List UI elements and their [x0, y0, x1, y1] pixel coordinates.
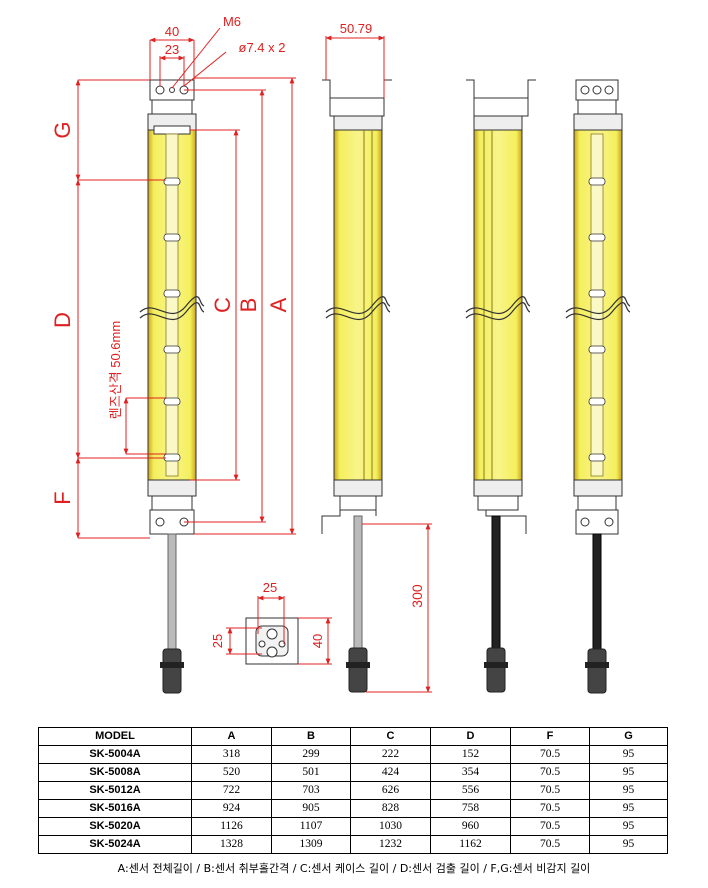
cell-d: 960: [430, 817, 511, 836]
cell-d: 152: [430, 745, 511, 764]
bracket-dim-h2-label: 40: [310, 634, 325, 648]
dim-c-label: C: [210, 297, 235, 313]
cell-c: 1030: [350, 817, 431, 836]
cell-b: 1107: [271, 817, 351, 836]
cell-model: SK-5004A: [38, 745, 192, 764]
dim-hole-label: ø7.4 x 2: [239, 40, 286, 55]
cell-b: 905: [271, 799, 351, 818]
cell-d: 556: [430, 781, 511, 800]
sensor-side-view: [321, 79, 392, 693]
table-row: SK-5012A 722 703 626 556 70.5 95: [38, 781, 668, 800]
cell-d: 354: [430, 763, 511, 782]
cell-b: 299: [271, 745, 351, 764]
dim-f-label: F: [50, 491, 75, 504]
dim-lens-pitch-label: 렌즈산격 50.6mm: [108, 321, 123, 419]
cell-model: SK-5024A: [38, 835, 192, 854]
header-a: A: [191, 727, 272, 746]
cell-model: SK-5008A: [38, 763, 192, 782]
cell-d: 1162: [430, 835, 511, 854]
bracket-dimensions: [226, 595, 332, 665]
cell-a: 924: [191, 799, 272, 818]
cell-f: 70.5: [510, 745, 590, 764]
table-row: SK-5004A 318 299 222 152 70.5 95: [38, 745, 668, 764]
cell-g: 95: [589, 745, 668, 764]
cell-a: 1328: [191, 835, 272, 854]
cell-f: 70.5: [510, 799, 590, 818]
header-d: D: [430, 727, 511, 746]
dim-23-label: 23: [165, 42, 179, 57]
side-view-dimensions: [325, 35, 432, 693]
cell-a: 722: [191, 781, 272, 800]
dim-b-label: B: [236, 298, 261, 313]
cell-g: 95: [589, 835, 668, 854]
sensor-back-view: [565, 79, 631, 694]
header-g: G: [589, 727, 668, 746]
header-model: MODEL: [38, 727, 192, 746]
cell-c: 828: [350, 799, 431, 818]
bracket-dim-w-label: 25: [263, 580, 277, 595]
cell-f: 70.5: [510, 835, 590, 854]
front-view-dimensions: [75, 27, 296, 539]
cell-d: 758: [430, 799, 511, 818]
table-row: SK-5016A 924 905 828 758 70.5 95: [38, 799, 668, 818]
dimension-legend: A:센서 전체길이 / B:센서 취부홀간격 / C:센서 케이스 길이 / D…: [117, 862, 591, 875]
dim-40-label: 40: [165, 24, 179, 39]
header-f: F: [510, 727, 590, 746]
cell-c: 1232: [350, 835, 431, 854]
cell-model: SK-5016A: [38, 799, 192, 818]
table-row: SK-5024A 1328 1309 1232 1162 70.5 95: [38, 835, 668, 854]
sensor-rear-view: [465, 79, 536, 693]
technical-drawing: 40 M6 23 ø7.4 x 2 G D F 렌즈산격 50.6mm C B …: [50, 14, 631, 694]
cell-g: 95: [589, 799, 668, 818]
cell-g: 95: [589, 817, 668, 836]
bracket-detail: [245, 617, 299, 665]
cell-c: 626: [350, 781, 431, 800]
table-row: SK-5008A 520 501 424 354 70.5 95: [38, 763, 668, 782]
cell-b: 1309: [271, 835, 351, 854]
dim-d-label: D: [50, 312, 75, 328]
cell-a: 1126: [191, 817, 272, 836]
cell-f: 70.5: [510, 763, 590, 782]
table-row: SK-5020A 1126 1107 1030 960 70.5 95: [38, 817, 668, 836]
dim-cable-label: 300: [409, 584, 425, 608]
cell-model: SK-5012A: [38, 781, 192, 800]
bracket-dim-h1-label: 25: [210, 634, 225, 648]
cell-g: 95: [589, 763, 668, 782]
cell-c: 222: [350, 745, 431, 764]
cell-c: 424: [350, 763, 431, 782]
spec-table: MODEL A B C D F G SK-5004A 318 299 222 1…: [38, 727, 668, 854]
cell-a: 520: [191, 763, 272, 782]
dim-g-label: G: [50, 121, 75, 138]
cell-b: 703: [271, 781, 351, 800]
cell-f: 70.5: [510, 817, 590, 836]
sensor-front-view: [139, 79, 205, 694]
dim-m6-label: M6: [223, 14, 241, 29]
dim-a-label: A: [266, 297, 291, 312]
dim-5079-label: 50.79: [340, 21, 373, 36]
table-header-row: MODEL A B C D F G: [38, 727, 668, 746]
cell-g: 95: [589, 781, 668, 800]
header-c: C: [350, 727, 431, 746]
cell-a: 318: [191, 745, 272, 764]
cell-f: 70.5: [510, 781, 590, 800]
cell-model: SK-5020A: [38, 817, 192, 836]
cell-b: 501: [271, 763, 351, 782]
header-b: B: [271, 727, 351, 746]
